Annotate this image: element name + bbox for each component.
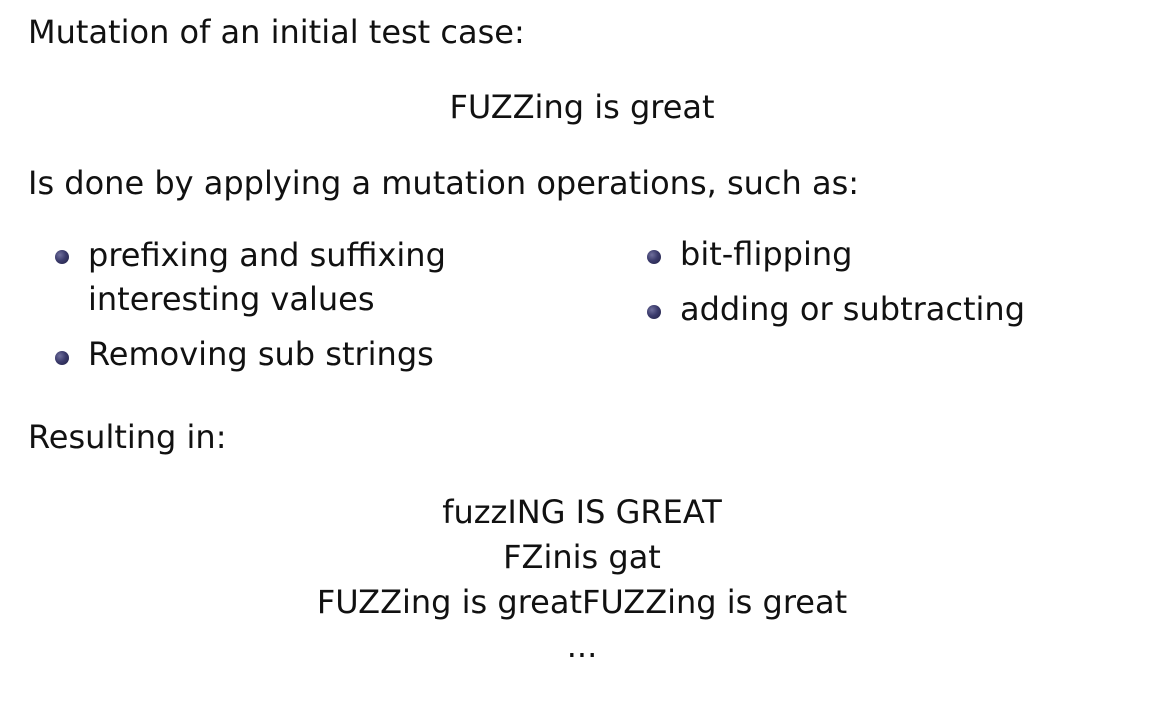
intro-text: Mutation of an initial test case: (28, 13, 525, 51)
result-line: fuzzING IS GREAT (442, 493, 722, 531)
initial-test-case: FUZZing is great (449, 88, 715, 126)
bullet-icon (55, 250, 69, 264)
result-ellipsis: ... (566, 627, 598, 665)
result-line: FUZZing is greatFUZZing is great (316, 583, 848, 621)
result-intro: Resulting in: (28, 418, 227, 456)
bullet-text: adding or subtracting (680, 290, 1025, 328)
result-line: FZinis gat (503, 538, 661, 576)
operations-intro: Is done by applying a mutation operation… (28, 164, 860, 202)
bullet-icon (647, 305, 661, 319)
bullet-line: prefixing and suffixing (88, 236, 446, 274)
bullet-icon (647, 250, 661, 264)
bullet-icon (55, 351, 69, 365)
bullet-text: prefixing and suffixing interesting valu… (88, 233, 446, 321)
bullet-text: Removing sub strings (88, 335, 434, 373)
bullet-line: interesting values (88, 280, 375, 318)
bullet-text: bit-flipping (680, 235, 853, 273)
